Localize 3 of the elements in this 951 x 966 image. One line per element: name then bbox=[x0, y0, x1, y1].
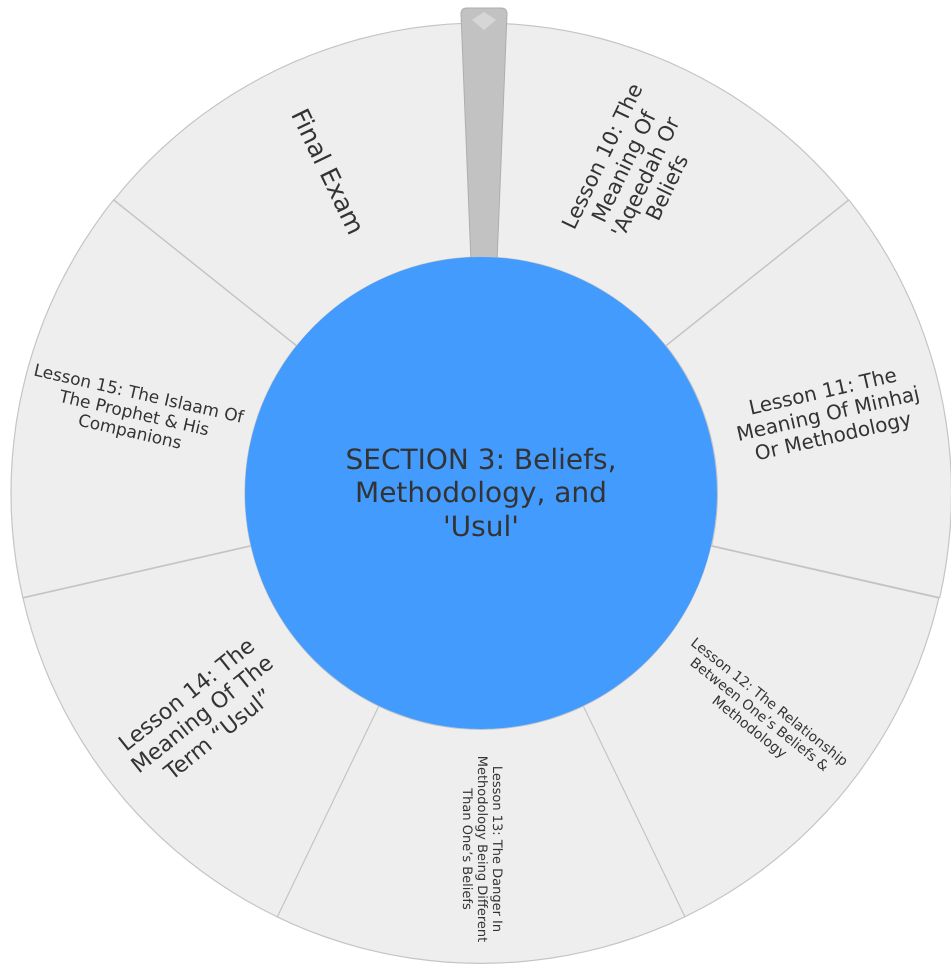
segment-label: Lesson 13: The Danger In Methodology Being Different Than One’s Beliefs bbox=[458, 754, 504, 944]
hub-title: SECTION 3: Beliefs, Methodology, and 'Usul' bbox=[344, 442, 618, 544]
segment-label: Final Exam bbox=[284, 103, 371, 242]
